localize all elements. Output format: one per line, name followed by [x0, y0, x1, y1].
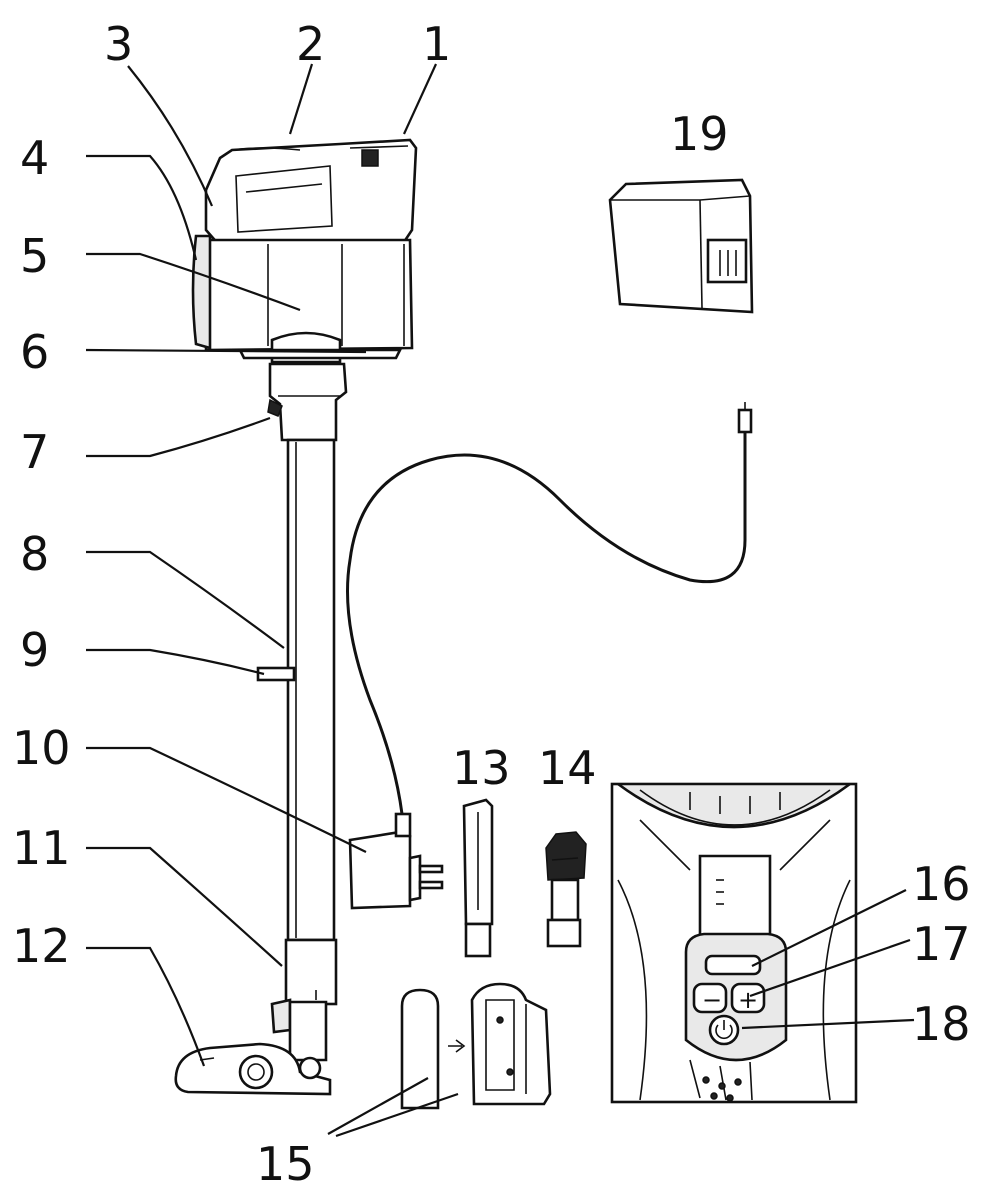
- release-button: [361, 149, 379, 167]
- label-10: 10: [12, 721, 71, 775]
- label-4: 4: [20, 131, 49, 185]
- minus-button[interactable]: [692, 982, 728, 1014]
- plus-symbol: +: [738, 986, 758, 1014]
- label-7: 7: [20, 425, 49, 479]
- tube-lock-button: [256, 666, 296, 682]
- main-unit: [191, 138, 418, 442]
- filter-cover: [191, 234, 212, 350]
- label-13: 13: [452, 741, 511, 795]
- charger-adapter: [348, 830, 412, 910]
- label-11: 11: [12, 821, 71, 875]
- label-12: 12: [12, 919, 71, 973]
- extension-tube: [256, 438, 336, 942]
- filter-sponge: [400, 988, 440, 1110]
- leader-lines: [85, 63, 915, 1138]
- filter-housing: [470, 982, 552, 1106]
- label-3: 3: [104, 17, 133, 71]
- filter-set: [400, 982, 552, 1110]
- label-15: 15: [256, 1137, 315, 1190]
- nozzle-release: [270, 998, 292, 1034]
- charging-cord: [346, 430, 747, 815]
- label-19: 19: [670, 107, 729, 161]
- charging-plug: [737, 408, 753, 434]
- floor-nozzle: [174, 938, 338, 1096]
- battery-indicator: [704, 954, 762, 976]
- plus-button[interactable]: [730, 982, 766, 1014]
- battery-pack: [608, 178, 754, 314]
- control-panel-inset: − +: [610, 782, 858, 1104]
- label-8: 8: [20, 527, 49, 581]
- label-2: 2: [296, 17, 325, 71]
- filter-arrow-icon: [448, 1039, 466, 1053]
- label-5: 5: [20, 229, 49, 283]
- label-1: 1: [422, 17, 451, 71]
- label-9: 9: [20, 623, 49, 677]
- label-17: 17: [912, 917, 971, 971]
- label-18: 18: [912, 997, 971, 1051]
- power-icon: [715, 1020, 733, 1040]
- label-14: 14: [538, 741, 597, 795]
- callout-labels: 1 2 3 4 5 6 7 8 9 10 11 12 13 14 15 16 1…: [12, 17, 971, 1190]
- label-16: 16: [912, 857, 971, 911]
- coupling: [268, 362, 348, 442]
- label-6: 6: [20, 325, 49, 379]
- brush-tool: [545, 831, 587, 948]
- minus-symbol: −: [702, 986, 722, 1014]
- crevice-tool: [462, 798, 494, 958]
